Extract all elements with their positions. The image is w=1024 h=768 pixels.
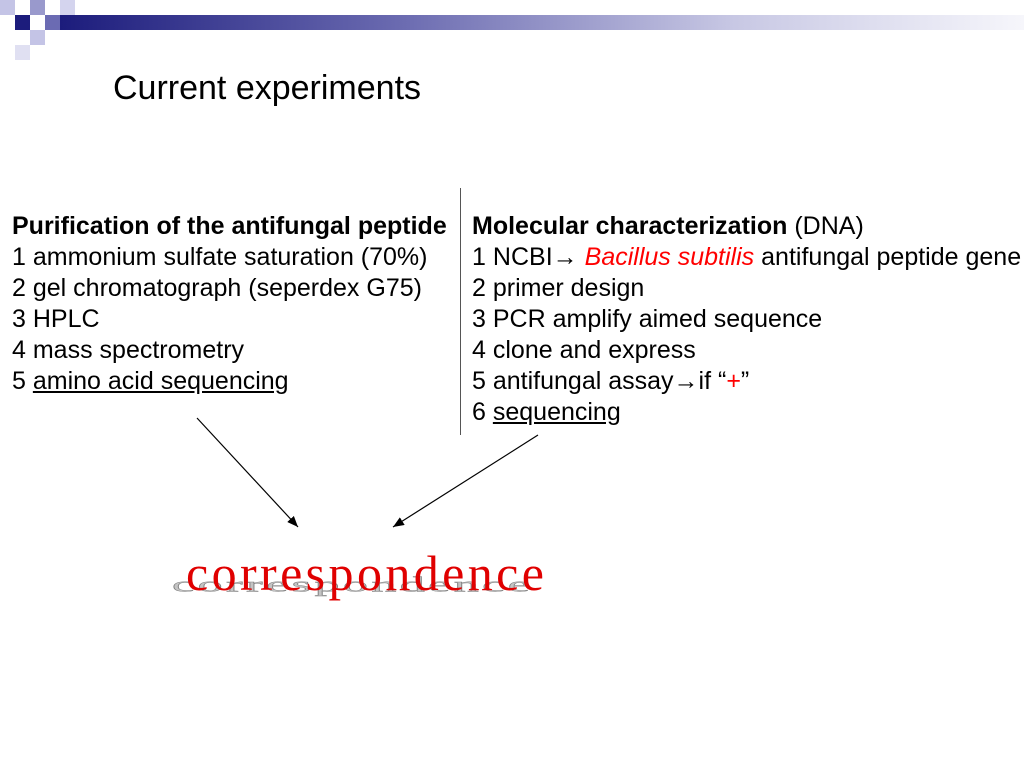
purification-step: 1 ammonium sulfate saturation (70%) [12,242,457,273]
step-number: 2 [12,274,26,302]
arrow-purification-to-correspondence [196,417,299,528]
step-text: antifungal assay→if “ [492,367,727,395]
header-gradient-bar [60,15,1024,30]
step-number: 3 [472,305,486,333]
corner-square [15,15,30,30]
corner-square [30,30,45,45]
step-text: ammonium sulfate saturation (70%) [32,243,428,271]
step-text-underlined: sequencing [492,398,621,426]
arrow-molecular-to-correspondence [392,434,539,528]
molecular-step: 1 NCBI→ Bacillus subtilis antifungal pep… [472,242,1024,273]
step-text: mass spectrometry [32,336,245,364]
purification-column: Purification of the antifungal peptide 1… [12,211,457,397]
step-text: clone and express [492,336,696,364]
molecular-step: 5 antifungal assay→if “+” [472,366,1024,397]
purification-step: 3 HPLC [12,304,457,335]
column-divider [460,188,461,435]
step-text: primer design [492,274,645,302]
step-text-underlined: amino acid sequencing [32,367,289,395]
slide-title: Current experiments [113,69,422,107]
molecular-step: 2 primer design [472,273,1024,304]
wordart-correspondence: correspondence [186,545,548,601]
step-number: 5 [12,367,26,395]
step-text: PCR amplify aimed sequence [492,305,823,333]
corner-square [0,0,15,15]
step-number: 2 [472,274,486,302]
step-text: NCBI→ [492,243,578,271]
molecular-step: 3 PCR amplify aimed sequence [472,304,1024,335]
purification-step: 5 amino acid sequencing [12,366,457,397]
molecular-heading-note: (DNA) [794,212,864,240]
corner-square [60,0,75,15]
step-text: HPLC [32,305,100,333]
step-text-rest: antifungal peptide gene [761,243,1022,271]
step-number: 4 [12,336,26,364]
molecular-step: 6 sequencing [472,397,1024,428]
molecular-column: Molecular characterization (DNA) 1 NCBI→… [472,211,1024,428]
step-number: 4 [472,336,486,364]
molecular-step: 4 clone and express [472,335,1024,366]
step-number: 3 [12,305,26,333]
purification-heading: Purification of the antifungal peptide [12,212,447,240]
purification-step: 4 mass spectrometry [12,335,457,366]
molecular-heading-line: Molecular characterization (DNA) [472,211,1024,242]
corner-square [30,0,45,15]
closing-quote: ” [740,367,750,395]
positive-result-sign: + [726,367,741,395]
species-name: Bacillus subtilis [584,243,755,271]
step-number: 5 [472,367,486,395]
step-number: 1 [472,243,486,271]
purification-step: 2 gel chromatograph (seperdex G75) [12,273,457,304]
corner-square [45,15,60,30]
step-text: gel chromatograph (seperdex G75) [32,274,422,302]
step-number: 1 [12,243,26,271]
wordart-shadow: correspondence [171,572,534,597]
molecular-heading: Molecular characterization [472,212,788,240]
corner-square [15,45,30,60]
step-number: 6 [472,398,486,426]
